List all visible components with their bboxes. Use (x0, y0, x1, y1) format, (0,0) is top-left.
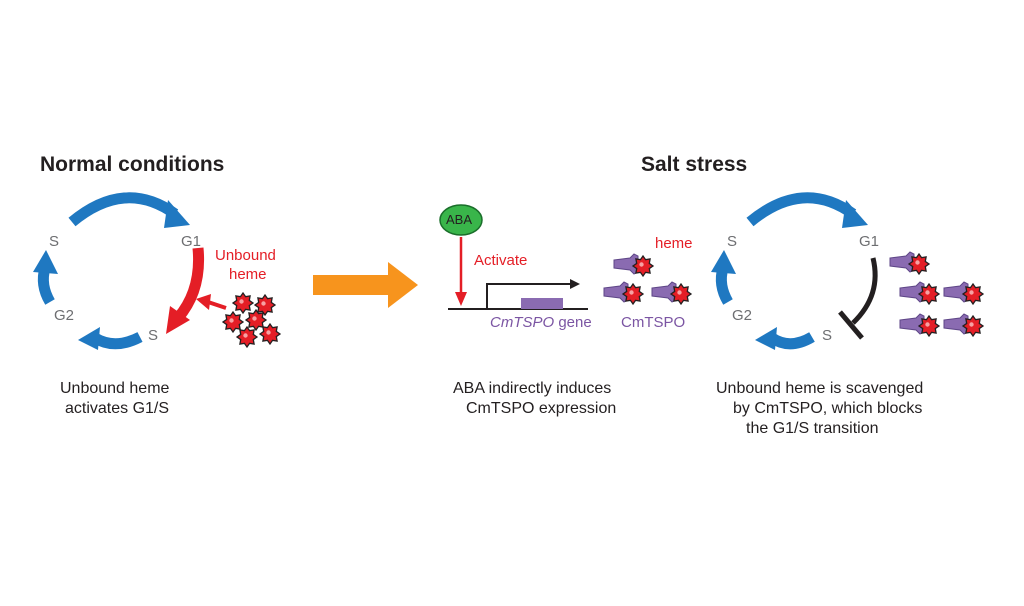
stress-phase-g2: G2 (732, 307, 753, 324)
cmtspo-protein-label: CmTSPO (621, 314, 686, 331)
heme-label: heme (655, 235, 693, 252)
stress-cycle-bottom-arrowhead (755, 327, 777, 350)
middle-caption-line1: ABA indirectly induces (453, 380, 612, 397)
tspo-heme-complexes (603, 253, 692, 305)
normal-g1-s-arrowhead (166, 306, 190, 334)
middle-caption-line2: CmTSPO expression (466, 400, 617, 417)
stress-cycle (711, 192, 984, 350)
stress-phase-g1: G1 (859, 233, 880, 250)
normal-caption-line2: activates G1/S (65, 400, 170, 417)
heme-activation-arrow-line (207, 300, 227, 310)
promoter-arrowhead (570, 279, 580, 289)
normal-cycle-bottom-arrowhead (78, 327, 100, 350)
stress-phase-s-bottom: S (822, 327, 833, 344)
unbound-heme-label-line2: heme (229, 266, 267, 283)
normal-caption-line1: Unbound heme (60, 380, 170, 397)
stress-caption-line2: by CmTSPO, which blocks (733, 400, 923, 417)
stress-block-bar (838, 310, 864, 340)
gene-panel (439, 204, 692, 310)
stress-cycle-bottom-arc (768, 332, 815, 350)
normal-phase-g2: G2 (54, 307, 75, 324)
gene-label-italic: CmTSPO (490, 314, 555, 331)
cmtspo-gene-box (521, 298, 563, 309)
normal-cycle-left-arrowhead (33, 250, 58, 274)
normal-phase-s-top: S (49, 233, 60, 250)
stress-caption-line1: Unbound heme is scavenged (716, 380, 924, 397)
normal-cycle (33, 192, 281, 350)
normal-phase-g1: G1 (181, 233, 202, 250)
salt-stress-title: Salt stress (641, 153, 748, 176)
promoter-arrow (486, 283, 572, 309)
unbound-heme-cluster (222, 292, 281, 348)
activate-label: Activate (474, 252, 528, 269)
heme-activation-arrowhead (196, 294, 211, 310)
transition-arrow (313, 262, 418, 308)
normal-conditions-title: Normal conditions (40, 153, 225, 176)
activate-arrowhead (455, 292, 467, 306)
scavenged-heme-complexes (889, 251, 984, 337)
stress-cycle-top-arc (746, 192, 857, 227)
stress-cycle-left-arrowhead (711, 250, 736, 274)
normal-cycle-top-arrowhead (164, 200, 190, 228)
normal-cycle-top-arc (68, 192, 179, 227)
normal-g1-s-transition-arrow (173, 247, 205, 322)
stress-cycle-top-arrowhead (842, 200, 868, 228)
aba-oval (439, 204, 483, 236)
gene-label: CmTSPO gene (490, 314, 592, 331)
stress-blocked-transition (851, 257, 878, 325)
normal-cycle-bottom-arc (92, 332, 143, 350)
stress-caption-line3: the G1/S transition (746, 420, 879, 437)
unbound-heme-label-line1: Unbound (215, 247, 276, 264)
aba-label: ABA (446, 212, 473, 227)
stress-phase-s-top: S (727, 233, 738, 250)
normal-phase-s-bottom: S (148, 327, 159, 344)
gene-label-suffix: gene (554, 314, 592, 331)
